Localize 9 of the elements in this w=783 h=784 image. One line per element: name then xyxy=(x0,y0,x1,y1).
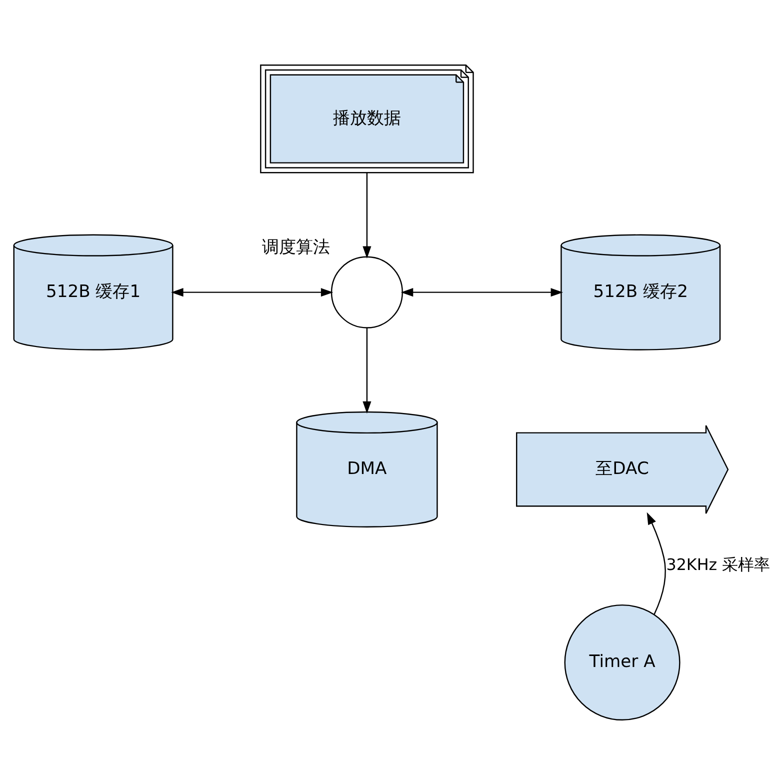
node-circle xyxy=(330,256,402,328)
arrow xyxy=(362,328,371,414)
node-label: 调度算法 xyxy=(262,236,330,257)
arrow xyxy=(170,288,333,296)
node-circle: Timer A xyxy=(564,604,680,720)
arrow xyxy=(362,172,371,258)
arrow xyxy=(646,512,666,614)
edge-label: 32KHz 采样率 xyxy=(666,554,770,574)
arrow xyxy=(400,288,563,296)
